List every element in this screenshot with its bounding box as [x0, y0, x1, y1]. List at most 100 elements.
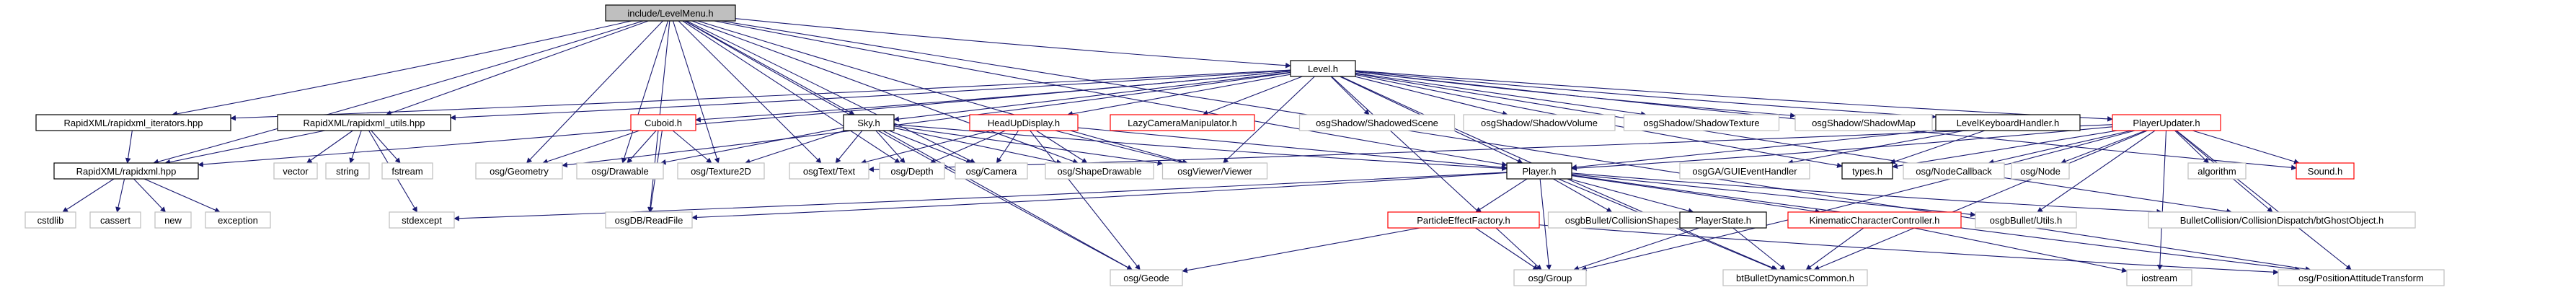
node-shadowed: osgShadow/ShadowedScene: [1298, 114, 1456, 131]
node-lkh[interactable]: LevelKeyboardHandler.h: [1935, 114, 2081, 131]
edge-levelmenu-to-level: [735, 18, 1291, 69]
node-player[interactable]: Player.h: [1506, 162, 1572, 180]
node-label-osgnode: osg/Node: [2020, 166, 2061, 177]
node-sky[interactable]: Sky.h: [843, 114, 895, 131]
node-label-shadowed: osgShadow/ShadowedScene: [1316, 118, 1438, 128]
node-box-levelmenu: [605, 4, 736, 22]
node-label-vector: vector: [283, 166, 309, 177]
node-drawable: osg/Drawable: [576, 162, 664, 180]
node-label-rx_utils: RapidXML/rapidxml_utils.hpp: [303, 118, 425, 128]
edge-pstate-to-group: [1573, 227, 1700, 271]
node-pupd[interactable]: PlayerUpdater.h: [2112, 114, 2221, 131]
node-levelmenu[interactable]: include/LevelMenu.h: [605, 4, 736, 22]
node-hud[interactable]: HeadUpDisplay.h: [969, 114, 1079, 131]
node-box-bbutils: [1975, 211, 2077, 229]
node-label-collshapes: osgbBullet/CollisionShapes.h: [1565, 215, 1686, 226]
node-kcc[interactable]: KinematicCharacterController.h: [1787, 211, 1962, 229]
node-box-iostream: [2126, 269, 2192, 286]
node-rx_utils[interactable]: RapidXML/rapidxml_utils.hpp: [277, 114, 451, 131]
node-level[interactable]: Level.h: [1290, 60, 1356, 77]
node-box-string: [325, 162, 370, 180]
node-texture2d: osg/Texture2D: [677, 162, 765, 180]
node-stdexcept: stdexcept: [389, 211, 455, 229]
edge-player-to-collshapes: [1553, 178, 1613, 213]
edge-level-to-shadowvol: [1354, 76, 1508, 117]
node-label-new: new: [164, 215, 182, 226]
node-label-pstate: PlayerState.h: [1695, 215, 1751, 226]
edge-sky-to-drawable: [660, 127, 844, 165]
edge-rx-to-new: [133, 178, 167, 213]
node-btdyn: btBulletDynamicsCommon.h: [1722, 269, 1868, 286]
node-label-pat: osg/PositionAttitudeTransform: [2298, 273, 2424, 283]
node-label-ghost: BulletCollision/CollisionDispatch/btGhos…: [2180, 215, 2384, 226]
edge-rx-to-cassert: [115, 178, 125, 213]
node-box-sky: [843, 114, 895, 131]
node-box-rx_utils: [277, 114, 451, 131]
node-pstate[interactable]: PlayerState.h: [1679, 211, 1767, 229]
node-label-btdyn: btBulletDynamicsCommon.h: [1736, 273, 1854, 283]
node-box-pstate: [1679, 211, 1767, 229]
edge-pupd-to-btdyn: [1813, 130, 2148, 270]
node-label-pef: ParticleEffectFactory.h: [1417, 215, 1510, 226]
node-box-kcc: [1787, 211, 1962, 229]
edge-pupd-to-iostream: [2156, 130, 2167, 270]
node-box-hud: [969, 114, 1079, 131]
node-box-cassert: [89, 211, 141, 229]
node-shadowmap: osgShadow/ShadowMap: [1794, 114, 1933, 131]
node-label-drawable: osg/Drawable: [591, 166, 649, 177]
node-string: string: [325, 162, 370, 180]
node-label-level: Level.h: [1308, 63, 1338, 74]
node-label-nodecb: osg/NodeCallback: [1916, 166, 1992, 177]
node-rx_iter[interactable]: RapidXML/rapidxml_iterators.hpp: [35, 114, 231, 131]
edge-hud-to-osgtext: [860, 130, 992, 165]
node-label-camera: osg/Camera: [966, 166, 1018, 177]
node-ghost: BulletCollision/CollisionDispatch/btGhos…: [2148, 211, 2416, 229]
edge-pupd-to-group: [1580, 130, 2135, 272]
edge-sky-to-shapedraw: [893, 127, 1063, 165]
node-sound[interactable]: Sound.h: [2296, 162, 2355, 180]
node-label-bbutils: osgbBullet/Utils.h: [1990, 215, 2062, 226]
node-label-stdexcept: stdexcept: [402, 215, 442, 226]
node-new: new: [154, 211, 192, 229]
edge-sky-to-texture2d: [744, 130, 845, 164]
node-types[interactable]: types.h: [1841, 162, 1893, 180]
edge-level-to-shadowmap: [1355, 71, 1796, 118]
node-algorithm: algorithm: [2187, 162, 2247, 180]
node-camera: osg/Camera: [955, 162, 1028, 180]
node-label-group: osg/Group: [1528, 273, 1572, 283]
edge-rx_utils-to-string: [349, 130, 362, 164]
edge-rx_utils-to-rx: [164, 130, 325, 165]
node-pef[interactable]: ParticleEffectFactory.h: [1387, 211, 1540, 229]
edge-level-to-geometry: [562, 72, 1291, 168]
edge-kcc-to-iostream: [1913, 227, 2128, 273]
node-cuboid[interactable]: Cuboid.h: [630, 114, 696, 131]
node-label-shapedraw: osg/ShapeDrawable: [1057, 166, 1141, 177]
node-label-rx: RapidXML/rapidxml.hpp: [76, 166, 177, 177]
node-box-rx: [53, 162, 199, 180]
node-box-shadowed: [1298, 114, 1456, 131]
node-label-fstream: fstream: [391, 166, 422, 177]
edge-cuboid-to-geometry: [542, 130, 640, 164]
node-label-cuboid: Cuboid.h: [645, 118, 682, 128]
node-label-kcc: KinematicCharacterController.h: [1810, 215, 1940, 226]
node-box-sound: [2296, 162, 2355, 180]
node-lazycam[interactable]: LazyCameraManipulator.h: [1110, 114, 1255, 131]
edge-levelmenu-to-camera: [686, 20, 976, 164]
node-box-shadowvol: [1463, 114, 1616, 131]
edge-levelmenu-to-depth: [682, 20, 900, 164]
edge-cuboid-to-texture2d: [672, 130, 712, 164]
node-box-fstream: [381, 162, 433, 180]
edge-levelmenu-to-geode: [684, 20, 1133, 270]
edge-player-to-ghost: [1571, 172, 2163, 215]
edge-sky-to-osgtext: [835, 130, 863, 164]
node-label-string: string: [336, 166, 359, 177]
edge-level-to-shadowtex: [1355, 72, 1647, 117]
node-exception: exception: [205, 211, 271, 229]
node-osgnode: osg/Node: [2011, 162, 2070, 180]
edge-player-to-pef: [1475, 178, 1528, 213]
node-osgtext: osgText/Text: [789, 162, 869, 180]
edge-rx_iter-to-rx: [125, 130, 133, 164]
node-rx[interactable]: RapidXML/rapidxml.hpp: [53, 162, 199, 180]
node-box-nodecb: [1903, 162, 2005, 180]
edge-hud-to-viewer: [1055, 130, 1185, 165]
